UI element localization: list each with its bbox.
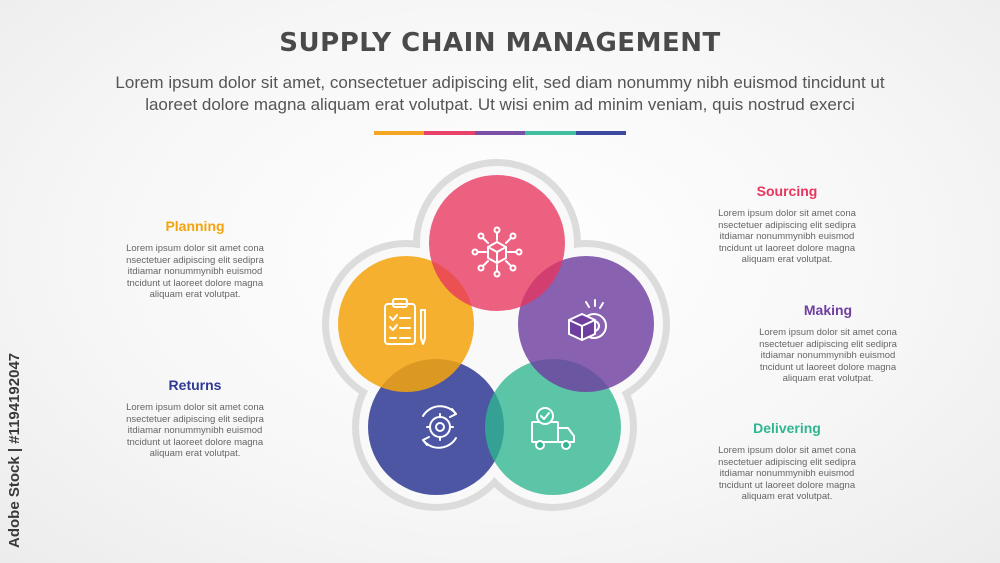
description-line: itdiamar nonummynibh euismod [719, 231, 855, 242]
divider-segment [575, 131, 627, 135]
page-title: SUPPLY CHAIN MANAGEMENT [279, 28, 721, 58]
description-line: nsectetuer adipiscing elit sedipra [759, 338, 897, 350]
subtitle-line: Lorem ipsum dolor sit amet, consectetuer… [115, 73, 885, 92]
stage-description: Lorem ipsum dolor sit amet cona nsectetu… [110, 243, 280, 301]
description-line: aliquam erat volutpat. [782, 373, 874, 384]
stage-title: Sourcing [756, 183, 818, 199]
description-line: itdiamar nonummynibh euismod [127, 266, 263, 277]
description-line: aliquam erat volutpat. [149, 448, 241, 459]
page-subtitle: Lorem ipsum dolor sit amet, consectetuer… [60, 72, 940, 116]
divider-segment [474, 131, 526, 135]
description-line: Lorem ipsum dolor sit amet cona [126, 402, 264, 413]
delivering-circle [485, 359, 621, 495]
stage-title: Returns [168, 377, 222, 393]
stage-description: Lorem ipsum dolor sit amet cona nsectetu… [702, 445, 872, 503]
description-line: itdiamar nonummynibh euismod [760, 350, 896, 361]
description-line: aliquam erat volutpat. [741, 254, 833, 265]
description-line: tncidunt ut laoreet dolore magna [126, 436, 264, 448]
stage-block-delivering: Delivering Lorem ipsum dolor sit amet co… [702, 420, 872, 503]
divider-segment [374, 131, 425, 135]
stage-title: Making [803, 302, 853, 318]
delivery-truck-icon [531, 407, 575, 450]
description-line: aliquam erat volutpat. [741, 491, 833, 502]
description-line: nsectetuer adipiscing elit sedipra [718, 456, 856, 468]
divider-segment [525, 131, 576, 135]
stage-description: Lorem ipsum dolor sit amet cona nsectetu… [743, 327, 913, 385]
box-gear-icon [568, 299, 607, 341]
description-line: tncidunt ut laoreet dolore magna [759, 361, 897, 373]
stage-block-planning: Planning Lorem ipsum dolor sit amet cona… [110, 218, 280, 301]
stage-title: Planning [165, 218, 225, 234]
subtitle-line: laoreet dolore magna aliquam erat volutp… [145, 95, 855, 114]
stage-description: Lorem ipsum dolor sit amet cona nsectetu… [702, 208, 872, 266]
description-line: nsectetuer adipiscing elit sedipra [718, 219, 856, 231]
planning-circle [338, 256, 474, 392]
stage-description: Lorem ipsum dolor sit amet cona nsectetu… [110, 402, 280, 460]
clipboard-checklist-icon [384, 298, 426, 345]
stock-watermark: Adobe Stock | #1194192047 [6, 352, 23, 548]
stage-block-making: Making Lorem ipsum dolor sit amet cona n… [743, 302, 913, 385]
description-line: Lorem ipsum dolor sit amet cona [718, 445, 856, 456]
description-line: Lorem ipsum dolor sit amet cona [759, 327, 897, 338]
description-line: nsectetuer adipiscing elit sedipra [126, 254, 264, 266]
description-line: aliquam erat volutpat. [149, 289, 241, 300]
description-line: itdiamar nonummynibh euismod [127, 425, 263, 436]
description-line: Lorem ipsum dolor sit amet cona [126, 243, 264, 254]
description-line: tncidunt ut laoreet dolore magna [718, 242, 856, 254]
description-line: nsectetuer adipiscing elit sedipra [126, 413, 264, 425]
stage-title: Delivering [753, 420, 821, 436]
network-box-icon [471, 226, 523, 278]
description-line: Lorem ipsum dolor sit amet cona [718, 208, 856, 219]
stage-block-returns: Returns Lorem ipsum dolor sit amet cona … [110, 377, 280, 460]
description-line: tncidunt ut laoreet dolore magna [126, 277, 264, 289]
description-line: itdiamar nonummynibh euismod [719, 468, 855, 479]
description-line: tncidunt ut laoreet dolore magna [718, 479, 856, 491]
title-divider [374, 131, 627, 135]
gear-cycle-icon [422, 405, 457, 449]
divider-segment [424, 131, 475, 135]
stage-block-sourcing: Sourcing Lorem ipsum dolor sit amet cona… [702, 183, 872, 266]
